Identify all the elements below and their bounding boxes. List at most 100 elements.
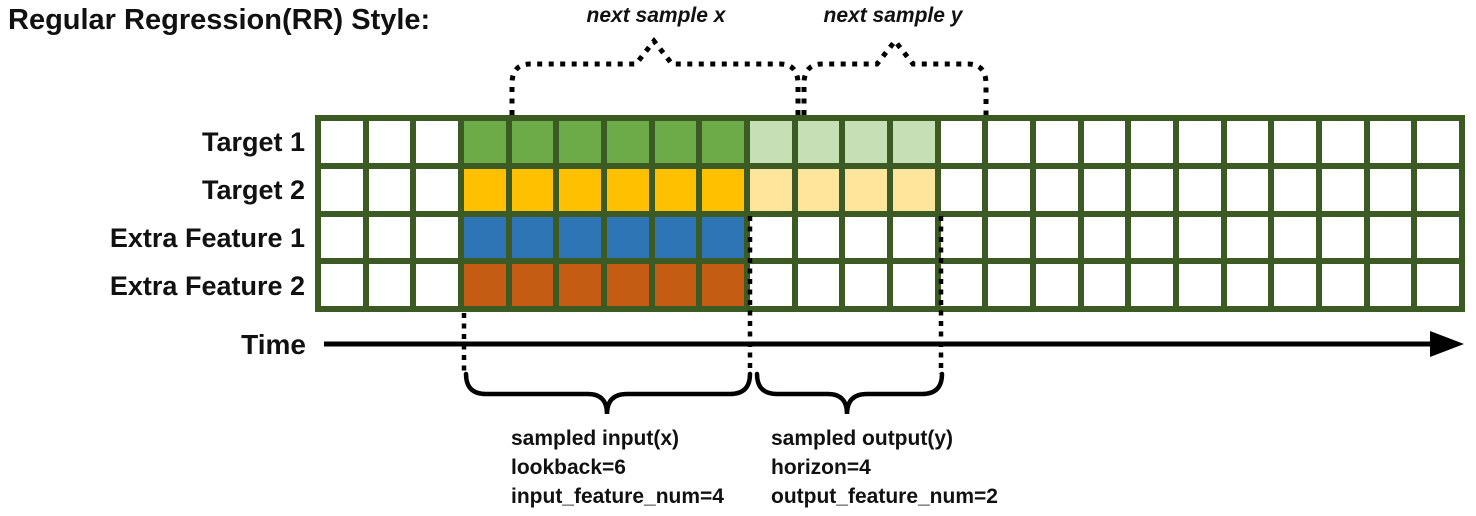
grid-cell [1322,168,1364,211]
time-axis-label: Time [241,329,306,360]
grid-cell [1083,121,1126,163]
grid-cell [750,264,792,306]
grid-cell [559,264,601,306]
grid-cell [416,121,458,163]
sampled-input-title: sampled input(x) [511,427,680,450]
lookback-value: lookback=6 [511,456,626,479]
grid-cell [1417,264,1459,306]
grid-cell [750,168,792,211]
grid-cell [368,121,411,163]
grid-cell [702,264,744,306]
grid-cell [607,216,649,259]
grid-cell [511,121,554,163]
grid-cell [940,216,983,259]
grid-cell [511,216,554,259]
diagram-title: Regular Regression(RR) Style: [8,4,431,36]
grid-cell [1369,168,1412,211]
grid-cell [845,216,887,259]
sampled-output-brace [754,371,945,415]
grid-cell [607,121,649,163]
grid-cell [893,216,935,259]
grid-cell [1369,121,1412,163]
grid-cell [416,168,458,211]
sampled-input-params: sampled input(x) lookback=6 input_featur… [511,424,724,511]
grid-cell [845,264,887,306]
grid-cell [797,216,840,259]
next-sample-y-label: next sample y [823,4,963,27]
grid-cell [1226,168,1269,211]
grid-cell [893,121,935,163]
grid-cell [1179,168,1221,211]
grid-cell [511,264,554,306]
grid-cell [797,121,840,163]
row-label-extra-feature-2: Extra Feature 2 [109,271,305,301]
grid-cell [940,264,983,306]
time-axis-arrowhead [1430,331,1464,357]
grid-cell [1274,121,1316,163]
grid-cell [368,168,411,211]
sampled-output-title: sampled output(y) [771,427,953,450]
input-feature-num: input_feature_num=4 [511,485,724,508]
grid-cell [797,264,840,306]
grid-cell [559,168,601,211]
grid-cell [1131,168,1173,211]
grid-cell [988,168,1030,211]
grid-cell [1226,264,1269,306]
grid-cell [750,216,792,259]
grid-cell [321,168,363,211]
grid-cell [1036,121,1078,163]
grid-cell [797,168,840,211]
sampled-input-brace [463,371,753,415]
grid-cell [654,264,697,306]
grid-cell [940,121,983,163]
grid-cell [1083,168,1126,211]
grid-cell [1226,121,1269,163]
grid-cell [1274,168,1316,211]
next-sample-x-label: next sample x [586,4,726,27]
timeseries-grid [315,115,1465,312]
grid-cell [1226,216,1269,259]
grid-cell [845,168,887,211]
grid-cell [511,168,554,211]
grid-cell [416,264,458,306]
grid-cell [1322,121,1364,163]
grid-cell [464,168,506,211]
grid-cell [1131,264,1173,306]
grid-cell [893,264,935,306]
grid-cell [750,121,792,163]
grid-cell [988,121,1030,163]
grid-cell [1083,264,1126,306]
grid-cell [607,168,649,211]
row-label-target-1: Target 1 [201,127,305,157]
grid-cell [1036,168,1078,211]
grid-cell [368,264,411,306]
horizon-value: horizon=4 [771,456,871,479]
grid-cell [1274,264,1316,306]
grid-cell [368,216,411,259]
grid-cell [464,121,506,163]
grid-cell [1369,264,1412,306]
grid-cell [1417,121,1459,163]
grid-cell [1083,216,1126,259]
grid-cell [988,216,1030,259]
grid-cell [607,264,649,306]
grid-cell [1274,216,1316,259]
grid-cell [988,264,1030,306]
grid-cell [654,168,697,211]
grid-cell [464,264,506,306]
grid-cell [702,216,744,259]
grid-cell [416,216,458,259]
next-sample-x-brace [509,36,801,115]
grid-cell [1369,216,1412,259]
sampled-output-params: sampled output(y) horizon=4 output_featu… [771,424,998,511]
grid-cell [1179,121,1221,163]
grid-cell [1179,264,1221,306]
grid-cell [1322,264,1364,306]
grid-cell [321,216,363,259]
grid-cell [321,264,363,306]
grid-cell [1131,216,1173,259]
grid-cell [702,121,744,163]
output-feature-num: output_feature_num=2 [771,485,998,508]
grid-cell [1036,264,1078,306]
grid-cell [1417,168,1459,211]
